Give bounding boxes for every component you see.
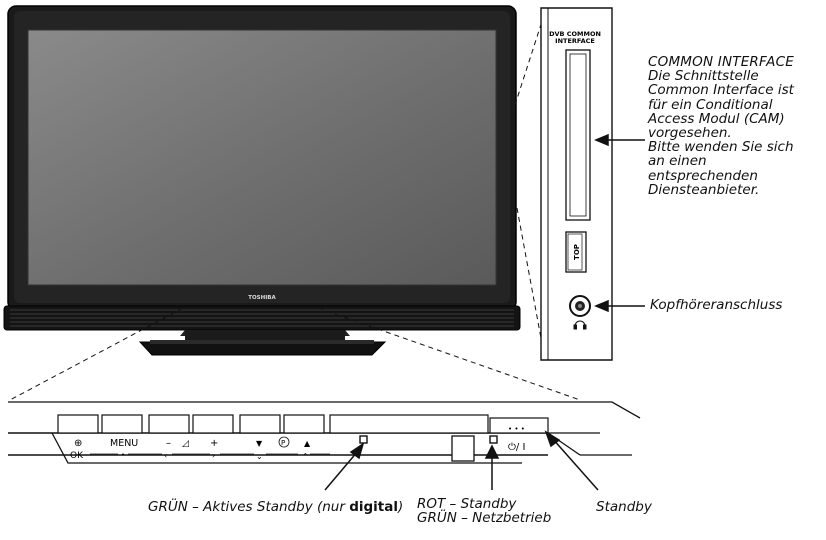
- card-top-indicator: [565, 231, 587, 273]
- button-menu: [101, 414, 143, 434]
- remote-sensor: [451, 435, 475, 462]
- svg-text:‹: ‹: [164, 451, 167, 460]
- button-vol-up: [192, 414, 234, 434]
- svg-text:• • •: • • •: [508, 425, 525, 433]
- headphone-icon: [573, 320, 587, 330]
- svg-text:▲: ▲: [304, 439, 311, 448]
- label-p: P: [281, 439, 285, 447]
- brand-logo: TOSHIBA: [248, 295, 276, 301]
- callout-arrows: [594, 133, 645, 313]
- side-panel: DVB COMMON INTERFACE TOP: [540, 7, 613, 361]
- headphone-callout: Kopfhöreranschluss: [650, 297, 783, 313]
- green-power-callout: GRÜN – Netzbetrieb: [417, 510, 552, 526]
- svg-text:▼: ▼: [256, 439, 263, 448]
- tv-screen: [27, 29, 497, 286]
- label-minus: –: [166, 438, 171, 449]
- ci-title: COMMON INTERFACE: [648, 54, 794, 70]
- svg-text:⌄: ⌄: [256, 452, 263, 461]
- control-strip: • • • ⊕ OK MENU – ◿ + ▼ P ▲ ⏻/ I • ‹ › ⌄…: [8, 401, 641, 464]
- bottom-arrows: [324, 430, 599, 491]
- label-plus: +: [210, 438, 218, 449]
- button-ch-down: [239, 414, 281, 434]
- power-button: [489, 417, 549, 434]
- button-ch-up: [283, 414, 325, 434]
- svg-text:•: •: [121, 451, 125, 459]
- label-power: ⏻/ I: [508, 442, 525, 453]
- svg-text:TOP: TOP: [573, 244, 581, 260]
- svg-text:⊕: ⊕: [74, 438, 82, 449]
- tv-front: TOSHIBA: [3, 5, 521, 356]
- green-active-standby-callout: GRÜN – Aktives Standby (nur digital): [148, 499, 404, 515]
- button-input: [57, 414, 99, 434]
- svg-text:›: ›: [212, 451, 215, 460]
- common-interface-callout: COMMON INTERFACE Die Schnittstelle Commo…: [648, 55, 826, 197]
- label-ok: OK: [70, 451, 84, 461]
- common-interface-slot: [565, 49, 591, 221]
- standby-callout: Standby: [596, 499, 652, 515]
- slot-label: DVB COMMON: [549, 30, 601, 38]
- label-menu: MENU: [110, 438, 138, 449]
- button-vol-down: [148, 414, 190, 434]
- led-red-green: [489, 435, 498, 444]
- svg-text:⌃: ⌃: [302, 452, 309, 461]
- svg-text:INTERFACE: INTERFACE: [555, 37, 595, 45]
- red-standby-callout: ROT – Standby: [417, 496, 517, 512]
- svg-text:◿: ◿: [182, 439, 189, 449]
- led-green-active: [359, 435, 368, 444]
